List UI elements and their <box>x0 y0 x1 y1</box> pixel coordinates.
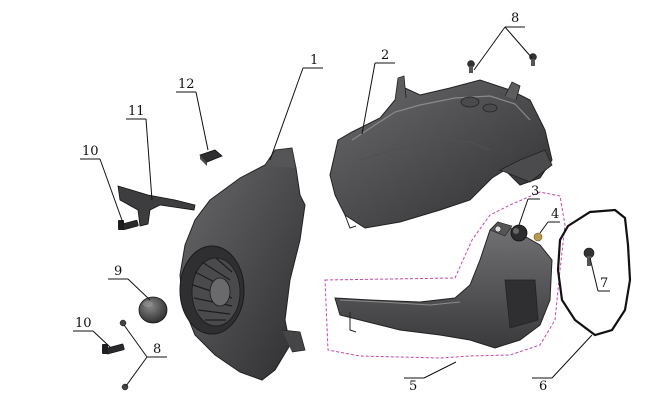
callout-3: 3 <box>531 184 539 199</box>
part-screw-top-b <box>529 53 537 66</box>
callout-12: 12 <box>178 77 195 92</box>
callout-4: 4 <box>551 207 559 222</box>
callout-8-top: 8 <box>511 11 519 26</box>
part-clip <box>199 149 223 166</box>
callout-9: 9 <box>114 264 122 279</box>
callout-1: 1 <box>310 53 318 68</box>
callout-10-top: 10 <box>82 144 99 159</box>
part-fan-shroud <box>179 147 306 381</box>
callout-8-bottom: 8 <box>153 342 161 357</box>
part-rubber-grommet <box>510 224 528 242</box>
callout-6: 6 <box>539 379 547 394</box>
part-gasket-screw <box>583 247 595 266</box>
part-bolt-lower <box>102 343 125 355</box>
callout-labels: 1 2 3 4 5 6 7 8 8 9 10 10 11 12 <box>75 11 608 394</box>
part-lower-cover <box>334 221 553 349</box>
part-bracket <box>117 185 196 227</box>
part-grommet <box>138 296 168 324</box>
part-screw-top-a <box>467 60 475 73</box>
callout-2: 2 <box>381 48 389 63</box>
callout-5: 5 <box>409 379 417 394</box>
part-screw-lower-a <box>119 319 127 327</box>
callout-11: 11 <box>128 104 145 119</box>
leader-lines <box>73 26 610 387</box>
part-collar <box>533 232 543 242</box>
group-outline-dashed <box>324 191 566 359</box>
part-bolt-upper <box>118 219 139 231</box>
callout-10-bottom: 10 <box>75 316 92 331</box>
part-upper-cover <box>329 75 553 229</box>
callout-7: 7 <box>600 276 608 291</box>
part-gasket <box>556 208 632 337</box>
